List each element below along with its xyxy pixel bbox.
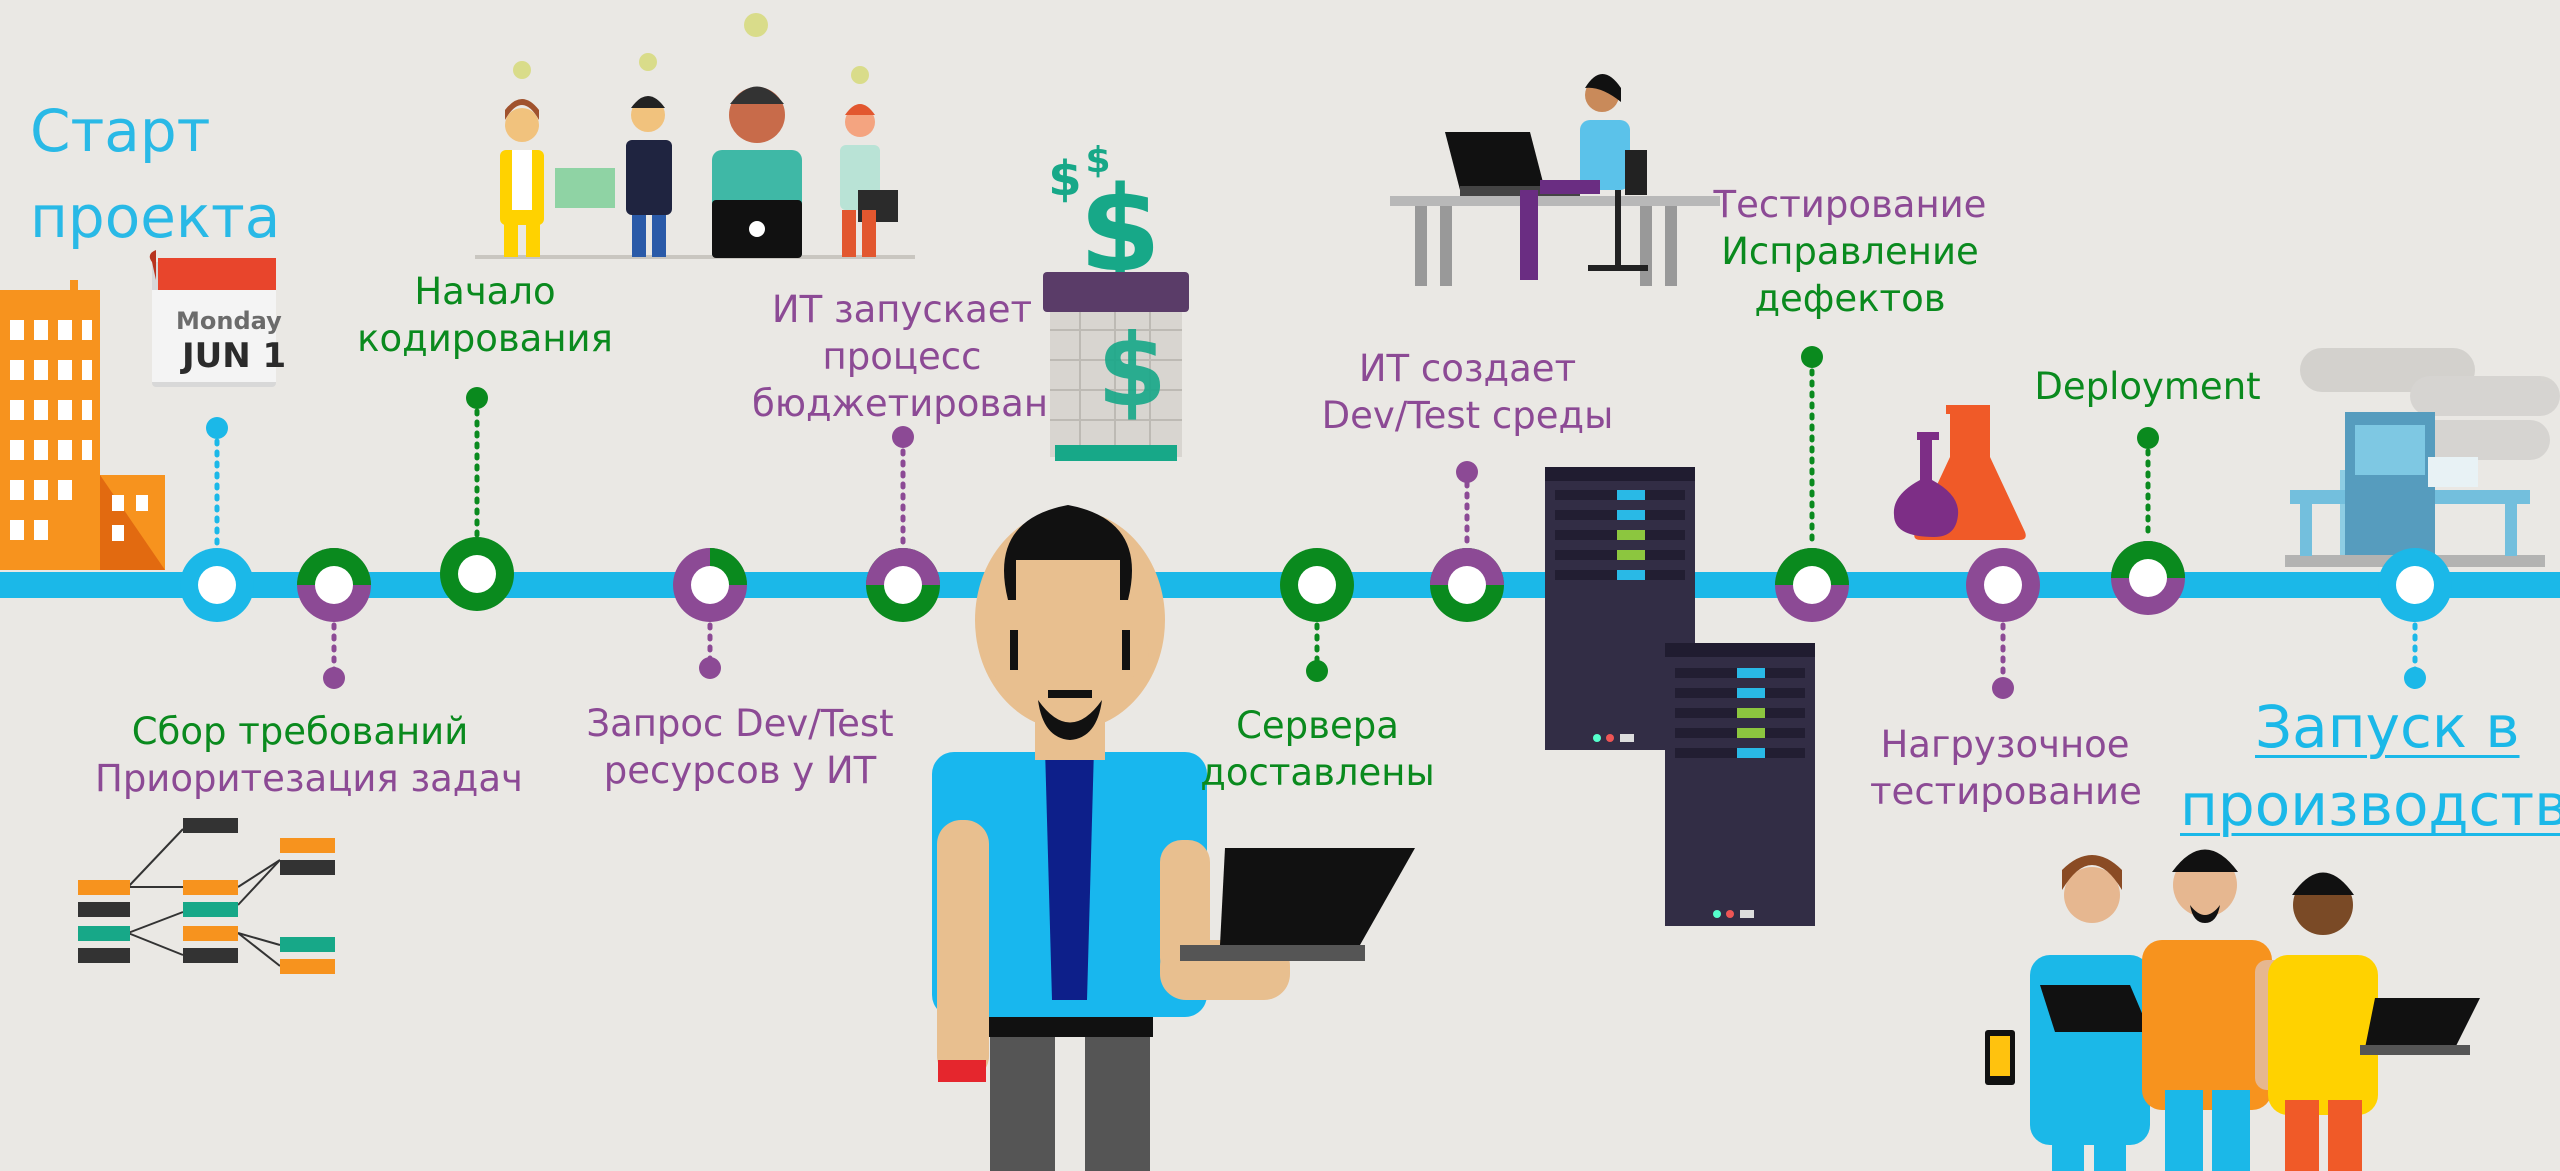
request-label: Запрос Dev/Test ресурсов у ИТ (570, 700, 910, 794)
launch-to-production-link[interactable]: Запуск в производство (2180, 688, 2560, 844)
testing-line-1: Тестирование (1713, 183, 1987, 226)
budget-dollar-icon: $ $ $ $ (1043, 140, 1189, 461)
start-project-label: Старт проекта (30, 88, 280, 260)
environments-label: ИТ создает Dev/Test среды (1315, 345, 1620, 439)
timeline-node-requirements (297, 548, 371, 622)
server-rack-icon (1545, 467, 1815, 926)
start-line-2: проекта (30, 183, 281, 251)
servers-line-1: Сервера (1236, 704, 1399, 747)
task-tree-icon (78, 818, 335, 974)
timeline-node-testing (1775, 548, 1849, 622)
svg-text:$: $ (1085, 140, 1110, 181)
timeline-node-deployment (2111, 541, 2185, 615)
deployment-label: Deployment (2025, 363, 2270, 410)
testing-label: Тестирование Исправление дефектов (1700, 181, 2000, 322)
budget-line-1: ИТ запускает (771, 288, 1033, 331)
timeline-node-load-testing (1966, 548, 2040, 622)
requirements-line-2: Приоритезация задач (95, 757, 523, 800)
load-testing-line-1: Нагрузочное (1880, 723, 2130, 766)
developer-with-laptop-icon (932, 505, 1415, 1171)
launch-line-2[interactable]: производство (2180, 771, 2560, 839)
timeline-node-environments (1430, 548, 1504, 622)
timeline-node-start (180, 548, 254, 622)
launch-line-1[interactable]: Запуск в (2255, 693, 2520, 761)
office-building-icon (0, 280, 165, 570)
requirements-line-1: Сбор требований (131, 710, 469, 753)
request-line-2: ресурсов у ИТ (603, 749, 877, 792)
calendar-day: Monday (176, 307, 282, 335)
requirements-label: Сбор требований Приоритезация задач (95, 708, 523, 802)
coding-line-1: Начало (414, 270, 556, 313)
team-ideas-icon (475, 13, 915, 259)
connector-end-dots (206, 346, 2426, 699)
lab-flasks-icon (1893, 405, 2026, 540)
calendar-date: JUN 1 (182, 336, 287, 376)
timeline-node-budget (866, 548, 940, 622)
environments-line-2: Dev/Test среды (1321, 394, 1614, 437)
connector-lines (214, 357, 2418, 688)
timeline-node-coding (440, 537, 514, 611)
coding-line-2: кодирования (357, 317, 613, 360)
timeline-node-launch (2378, 548, 2452, 622)
servers-label: Сервера доставлены (1200, 702, 1435, 796)
testing-line-2: Исправление (1721, 230, 1979, 273)
budget-label: ИТ запускает процесс (752, 286, 1052, 380)
budget-line-2: процесс (822, 335, 982, 378)
load-testing-label: Нагрузочное тестирование (1870, 721, 2142, 815)
factory-machine-icon (2285, 348, 2560, 567)
timeline-node-request (673, 548, 747, 622)
deployment-line-1: Deployment (2034, 365, 2261, 408)
start-line-1: Старт (30, 97, 211, 165)
servers-line-2: доставлены (1200, 751, 1435, 794)
timeline-node-servers (1280, 548, 1354, 622)
budget-label-line-3: бюджетировани (752, 380, 1047, 427)
environments-line-1: ИТ создает (1358, 347, 1577, 390)
load-testing-line-2: тестирование (1870, 770, 2142, 813)
svg-text:$: $ (1048, 151, 1081, 207)
svg-text:$: $ (1097, 312, 1167, 429)
budget-line-3-text: бюджетировани (752, 382, 1047, 425)
request-line-1: Запрос Dev/Test (586, 702, 894, 745)
users-group-icon (1985, 849, 2480, 1171)
calendar-icon (149, 250, 276, 387)
developer-at-desk-icon (1390, 74, 1720, 286)
coding-label: Начало кодирования (335, 268, 635, 362)
testing-line-3: дефектов (1754, 277, 1946, 320)
